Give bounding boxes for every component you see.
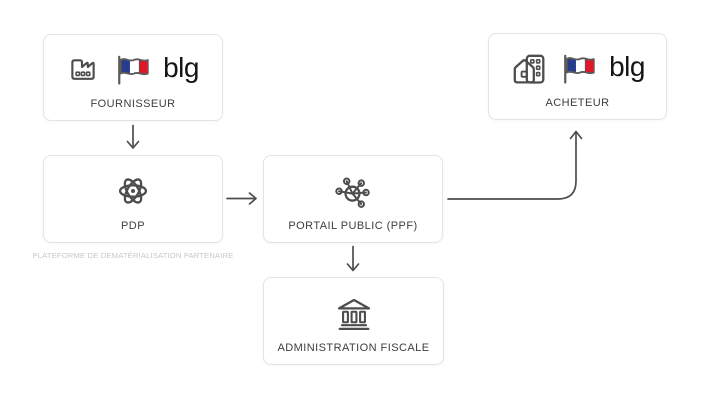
pdp-icon-wrap [112,167,154,215]
acheteur-label: ACHETEUR [545,97,610,109]
arrow-ppf-to-administration-fiscale [346,245,360,272]
ppf-label: PORTAIL PUBLIC (PPF) [288,220,418,232]
fournisseur-icon-row: blg [67,46,199,93]
arrow-pdp-to-ppf [226,192,257,205]
atom-icon [118,178,148,204]
bank-icon [337,298,370,331]
blg-logo: blg [609,50,645,82]
network-hub-icon [335,177,370,208]
arrow-ppf-to-acheteur [447,130,583,200]
node-acheteur: blg ACHETEUR [488,33,667,120]
france-flag-icon [118,55,149,85]
france-flag-icon [564,54,595,84]
node-ppf: PORTAIL PUBLIC (PPF) [263,155,443,243]
node-pdp: PDP [43,155,223,243]
acheteur-icon-row: blg [510,45,645,92]
factory-icon [71,58,95,80]
pdp-label: PDP [121,220,145,232]
ppf-icon-wrap [332,167,374,215]
pdp-caption: PLATEFORME DE DEMATÉRIALISATION PARTENAI… [32,251,234,260]
node-administration-fiscale: ADMINISTRATION FISCALE [263,277,444,365]
administration-fiscale-icon-wrap [333,289,375,337]
home-building-icon [513,54,545,84]
blg-logo: blg [163,51,199,83]
node-fournisseur: blg FOURNISSEUR [43,34,223,121]
arrow-fournisseur-to-pdp [126,124,140,149]
administration-fiscale-label: ADMINISTRATION FISCALE [277,342,430,354]
fournisseur-label: FOURNISSEUR [90,98,176,110]
